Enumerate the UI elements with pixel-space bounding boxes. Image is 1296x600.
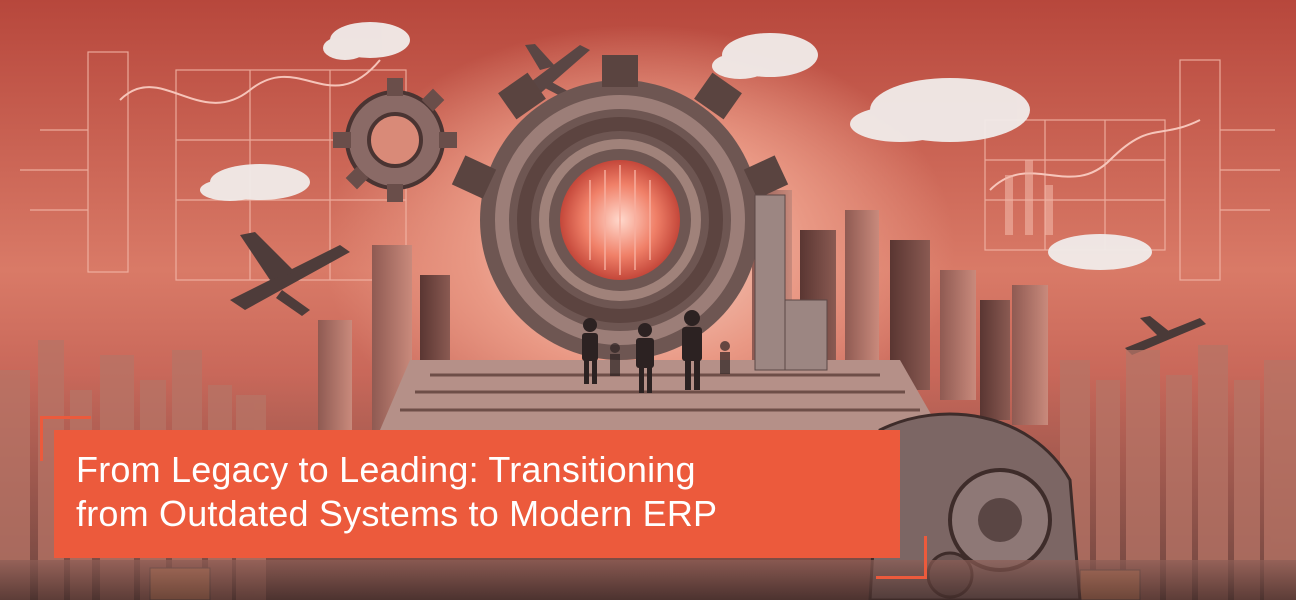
title-line-1: From Legacy to Leading: Transitioning — [76, 449, 696, 490]
caption-corner-bracket-bottom-right — [876, 536, 927, 579]
gear-icon — [333, 78, 457, 202]
airplane-icon — [230, 232, 350, 316]
title-caption: From Legacy to Leading: Transitioning fr… — [54, 430, 900, 558]
ground — [0, 560, 1296, 600]
chart-panel-right — [984, 59, 1280, 281]
title-line-2: from Outdated Systems to Modern ERP — [76, 493, 718, 534]
airplane-icon — [1125, 316, 1206, 355]
chart-panel-left — [20, 51, 407, 281]
gear-icon — [451, 55, 789, 360]
business-person — [582, 310, 730, 393]
caption-corner-bracket-top-left — [40, 416, 91, 461]
cloud-icon — [200, 22, 1152, 270]
